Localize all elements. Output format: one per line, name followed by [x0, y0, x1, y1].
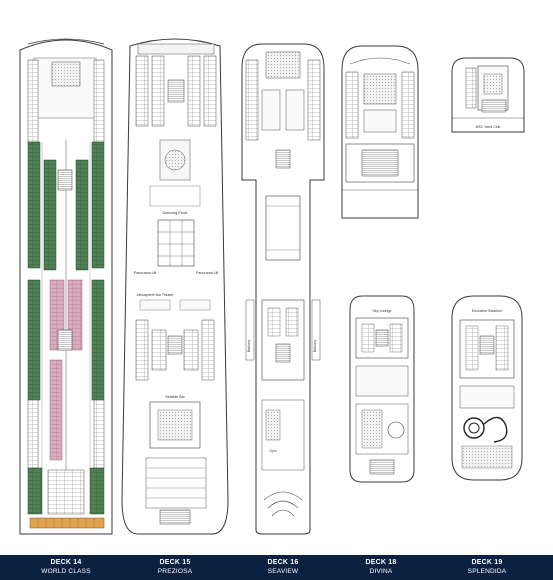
deck-18-number: DECK 18 — [365, 559, 397, 566]
atmosphere-bar-label: Atmosphere Bar Theater — [136, 293, 174, 297]
deck-18-name: DIVINA — [369, 568, 393, 575]
deck-15-name: PREZIOSA — [157, 568, 193, 575]
deck-16-plan: Balcony Balcony Gym — [241, 43, 325, 535]
deck-18-lower-plan: Sky Lounge — [349, 295, 415, 483]
deck-plans: Dancing Floor Panorama Lift Panorama Lif… — [19, 38, 525, 535]
seaside-bar-label: Seaside Bar — [165, 395, 185, 399]
deck-18-label: DECK 18 DIVINA — [336, 558, 426, 576]
deck-labels-bar: DECK 14 WORLD CLASS DECK 15 PREZIOSA DEC… — [0, 555, 553, 580]
panorama-lift-label-starboard: Panorama Lift — [196, 271, 218, 275]
deck-15-label: DECK 15 PREZIOSA — [130, 558, 220, 576]
yacht-club-label: MSC Yacht Club — [476, 125, 501, 129]
deck-19-name: SPLENDIDA — [467, 568, 507, 575]
gym-label: Gym — [269, 449, 276, 453]
deck-18-upper-plan — [341, 45, 419, 219]
deck-15-number: DECK 15 — [159, 559, 191, 566]
balcony-label-port: Balcony — [247, 340, 251, 352]
deck-16-number: DECK 16 — [267, 559, 299, 566]
exclusive-solarium-label: Exclusive Solarium — [472, 309, 502, 313]
balcony-label-starboard: Balcony — [313, 340, 317, 352]
deck-16-label: DECK 16 SEAVIEW — [238, 558, 328, 576]
deck-16-name: SEAVIEW — [267, 568, 299, 575]
deck-14-label: DECK 14 WORLD CLASS — [21, 558, 111, 576]
deck-15-plan: Dancing Floor Panorama Lift Panorama Lif… — [121, 38, 229, 535]
deck-19-label: DECK 19 SPLENDIDA — [442, 558, 532, 576]
deck-14-name: WORLD CLASS — [41, 568, 91, 575]
dancing-floor-label: Dancing Floor — [163, 210, 189, 215]
sky-lounge-label: Sky Lounge — [373, 309, 392, 313]
deck-19-lower-plan: Exclusive Solarium — [451, 295, 523, 481]
deck-19-upper-plan: MSC Yacht Club — [451, 57, 525, 133]
panorama-lift-label-port: Panorama Lift — [134, 271, 156, 275]
deck-14-number: DECK 14 — [50, 559, 82, 566]
deck-19-number: DECK 19 — [471, 559, 503, 566]
deck-14-plan — [19, 38, 113, 535]
